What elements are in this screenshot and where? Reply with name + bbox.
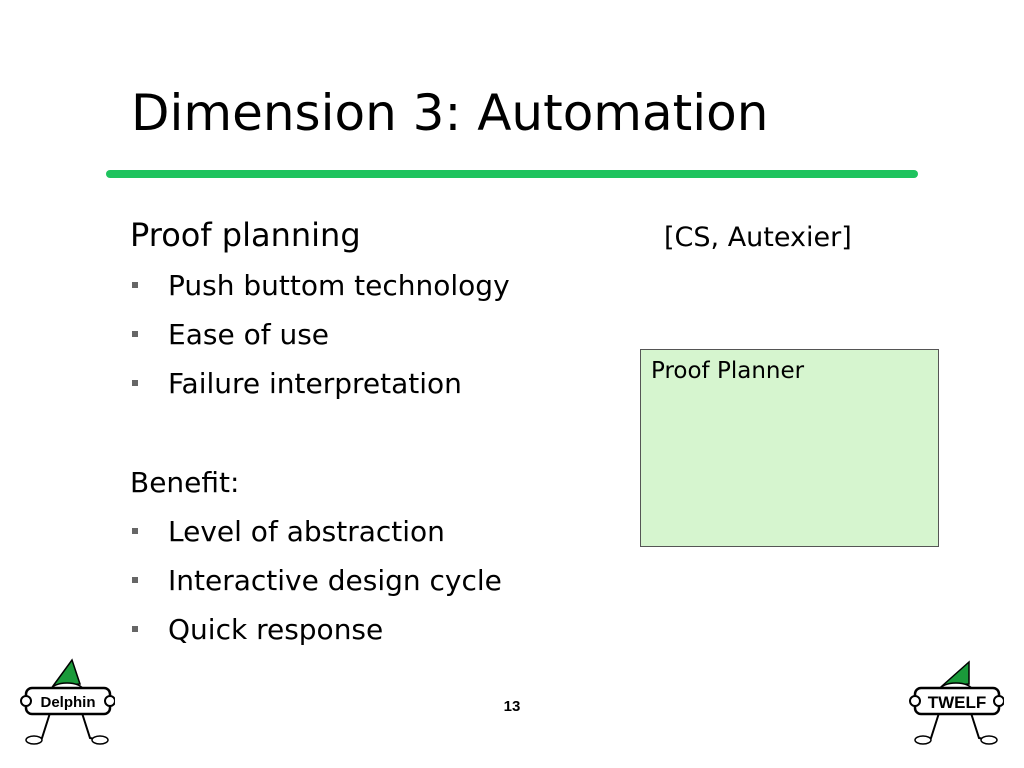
twelf-logo: TWELF — [909, 654, 1005, 746]
list-item: Push buttom technology — [128, 266, 510, 315]
delphin-logo-text: Delphin — [41, 694, 96, 711]
proof-planner-box: Proof Planner — [640, 349, 939, 547]
bullet-list-proof-planning: Push buttom technology Ease of use Failu… — [128, 266, 510, 413]
elf-mascot-icon: TWELF — [909, 660, 1005, 745]
list-item-text: Interactive design cycle — [168, 564, 502, 597]
list-item: Level of abstraction — [128, 512, 502, 561]
bullet-icon — [132, 626, 138, 632]
list-item-text: Quick response — [168, 613, 384, 646]
bullet-icon — [132, 331, 138, 337]
twelf-logo-text: TWELF — [928, 693, 987, 712]
list-item-text: Ease of use — [168, 318, 330, 351]
section-heading-benefit: Benefit: — [130, 466, 240, 499]
citation: [CS, Autexier] — [664, 222, 852, 253]
title-divider — [106, 170, 918, 178]
page-number: 13 — [503, 698, 521, 715]
bullet-icon — [132, 577, 138, 583]
proof-planner-label: Proof Planner — [651, 358, 805, 384]
slide-title: Dimension 3: Automation — [131, 84, 769, 142]
bullet-list-benefit: Level of abstraction Interactive design … — [128, 512, 502, 659]
elf-mascot-icon: Delphin — [20, 658, 116, 745]
list-item: Ease of use — [128, 315, 510, 364]
list-item: Failure interpretation — [128, 364, 510, 413]
bullet-icon — [132, 380, 138, 386]
bullet-icon — [132, 528, 138, 534]
list-item-text: Failure interpretation — [168, 367, 462, 400]
section-heading-proof-planning: Proof planning — [130, 216, 361, 254]
bullet-icon — [132, 282, 138, 288]
list-item: Interactive design cycle — [128, 561, 502, 610]
delphin-logo: Delphin — [20, 654, 116, 746]
list-item: Quick response — [128, 610, 502, 659]
list-item-text: Level of abstraction — [168, 515, 445, 548]
list-item-text: Push buttom technology — [168, 269, 510, 302]
